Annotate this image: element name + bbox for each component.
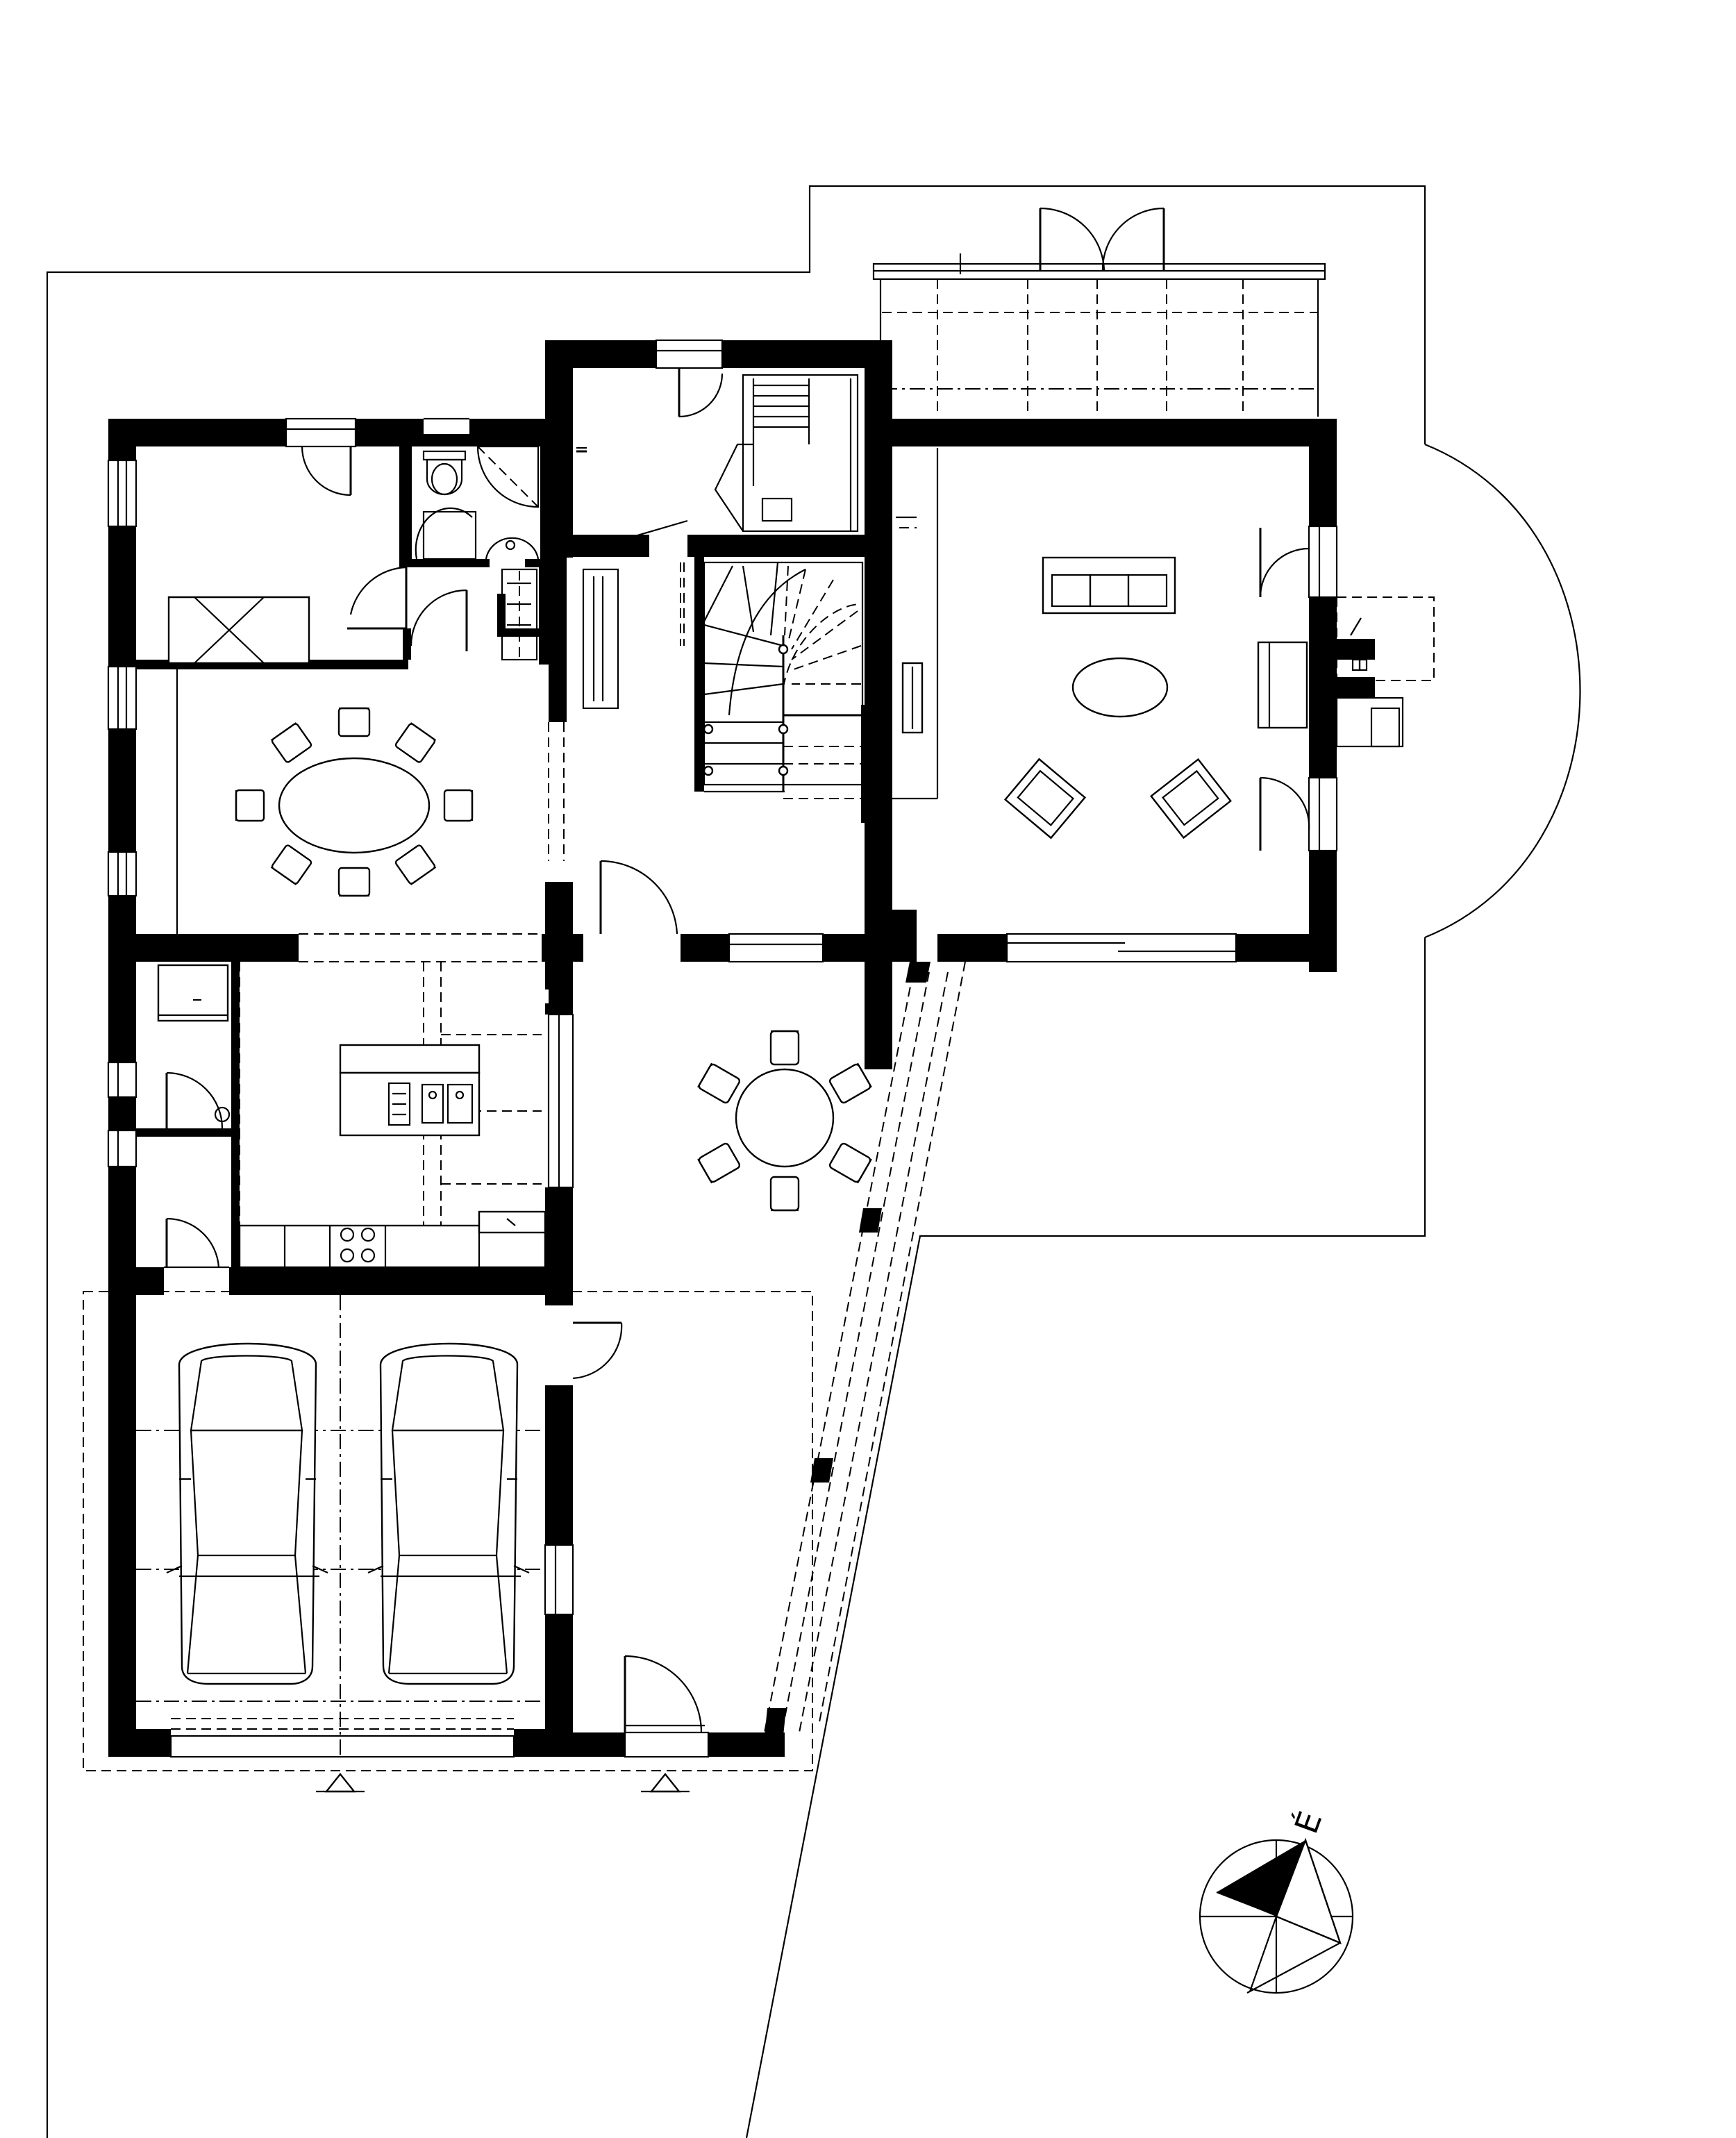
wintergarden xyxy=(697,961,966,1737)
hall-dashes xyxy=(176,448,939,934)
dining-room-furniture xyxy=(167,596,474,897)
site-boundary xyxy=(46,185,1581,2138)
car-1 xyxy=(166,1342,328,1685)
car-2 xyxy=(367,1342,530,1685)
doors xyxy=(164,368,1310,1733)
compass: É xyxy=(1199,1807,1354,1994)
garage xyxy=(83,1291,813,1771)
hall-storage xyxy=(501,519,688,710)
entrance-markers xyxy=(316,1773,690,1793)
north-label: É xyxy=(1287,1807,1330,1839)
walls xyxy=(108,340,1375,1757)
terrace-pergola xyxy=(872,207,1326,417)
staircase xyxy=(683,561,868,799)
bathroom-fixtures xyxy=(415,445,540,560)
fireplace xyxy=(1335,596,1435,748)
sauna xyxy=(576,374,917,533)
living-room-furniture xyxy=(901,556,1308,840)
windows xyxy=(107,339,1338,1758)
kitchen xyxy=(157,962,546,1269)
